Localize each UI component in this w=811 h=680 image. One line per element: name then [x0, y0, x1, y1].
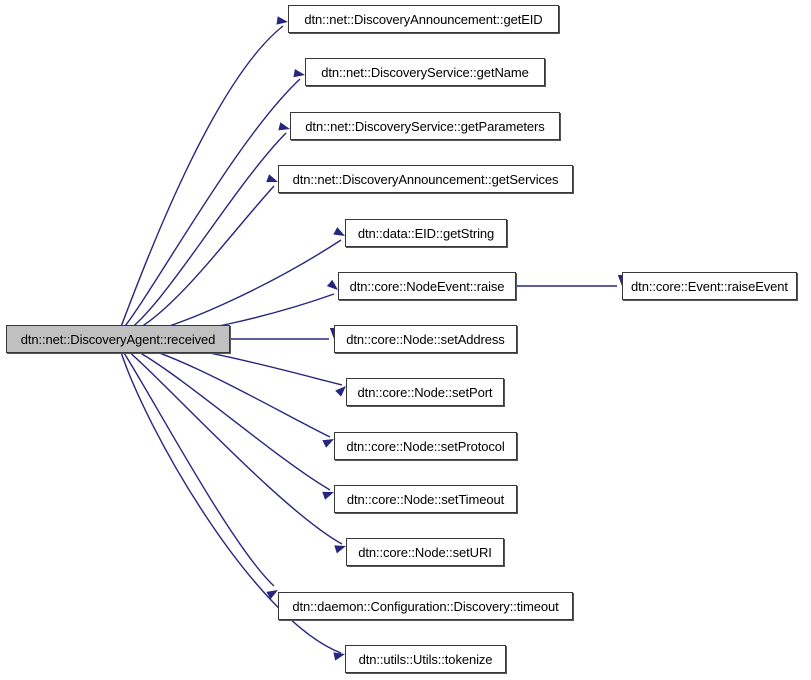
arrowhead-root-to-get_parameters [278, 122, 290, 131]
edge-root-to-get_services [119, 185, 275, 338]
node-label-set_address: dtn::core::Node::setAddress [346, 331, 505, 347]
arrowhead-root-to-set_uri [334, 545, 346, 554]
node-label-config_timeout: dtn::daemon::Configuration::Discovery::t… [292, 598, 559, 614]
node-get_string[interactable]: dtn::data::EID::getString [345, 219, 507, 247]
node-root[interactable]: dtn::net::DiscoveryAgent::received [6, 325, 230, 353]
node-set_protocol[interactable]: dtn::core::Node::setProtocol [334, 432, 517, 460]
node-get_services[interactable]: dtn::net::DiscoveryAnnouncement::getServ… [278, 165, 573, 193]
arrowhead-root-to-config_timeout [266, 590, 278, 600]
node-label-get_name: dtn::net::DiscoveryService::getName [321, 64, 529, 80]
arrowhead-root-to-get_services [266, 174, 278, 183]
node-set_uri[interactable]: dtn::core::Node::setURI [346, 538, 504, 566]
node-label-set_protocol: dtn::core::Node::setProtocol [346, 438, 505, 454]
arrowhead-root-to-get_name [293, 68, 305, 78]
arrowhead-root-to-get_string [333, 227, 345, 236]
node-label-get_string: dtn::data::EID::getString [357, 225, 495, 241]
node-label-node_event_raise: dtn::core::NodeEvent::raise [349, 278, 505, 294]
node-set_address[interactable]: dtn::core::Node::setAddress [334, 325, 517, 353]
arrowhead-root-to-tokenize [333, 652, 345, 661]
node-raise_event[interactable]: dtn::core::Event::raiseEvent [622, 272, 797, 300]
node-label-get_services: dtn::net::DiscoveryAnnouncement::getServ… [292, 171, 559, 187]
node-set_timeout[interactable]: dtn::core::Node::setTimeout [334, 485, 517, 513]
node-set_port[interactable]: dtn::core::Node::setPort [346, 378, 504, 406]
arrowhead-root-to-set_protocol [322, 439, 334, 448]
arrowhead-root-to-node_event_raise [326, 279, 338, 290]
edge-root-to-get_eid [118, 25, 284, 333]
edge-root-to-get_parameters [119, 132, 287, 337]
edge-root-to-config_timeout [118, 344, 275, 587]
edge-root-to-set_uri [119, 343, 343, 545]
node-node_event_raise[interactable]: dtn::core::NodeEvent::raise [338, 272, 516, 300]
node-tokenize[interactable]: dtn::utils::Utils::tokenize [345, 645, 506, 673]
node-get_parameters[interactable]: dtn::net::DiscoveryService::getParameter… [290, 112, 560, 140]
node-get_name[interactable]: dtn::net::DiscoveryService::getName [305, 58, 545, 86]
arrowhead-root-to-set_port [335, 386, 346, 397]
node-label-root: dtn::net::DiscoveryAgent::received [20, 331, 216, 347]
node-label-set_timeout: dtn::core::Node::setTimeout [346, 491, 505, 507]
arrowhead-root-to-set_timeout [322, 491, 334, 500]
edge-root-to-get_name [118, 78, 301, 335]
node-label-get_eid: dtn::net::DiscoveryAnnouncement::getEID [304, 11, 543, 27]
node-config_timeout[interactable]: dtn::daemon::Configuration::Discovery::t… [278, 592, 573, 620]
node-label-set_uri: dtn::core::Node::setURI [358, 544, 492, 560]
arrowhead-root-to-get_eid [276, 16, 288, 25]
node-get_eid[interactable]: dtn::net::DiscoveryAnnouncement::getEID [288, 5, 559, 33]
node-label-raise_event: dtn::core::Event::raiseEvent [631, 278, 788, 294]
edge-root-to-set_timeout [120, 342, 331, 491]
edge-root-to-tokenize [118, 345, 342, 654]
node-label-tokenize: dtn::utils::Utils::tokenize [358, 651, 493, 667]
node-label-get_parameters: dtn::net::DiscoveryService::getParameter… [305, 118, 545, 134]
node-label-set_port: dtn::core::Node::setPort [357, 384, 493, 400]
